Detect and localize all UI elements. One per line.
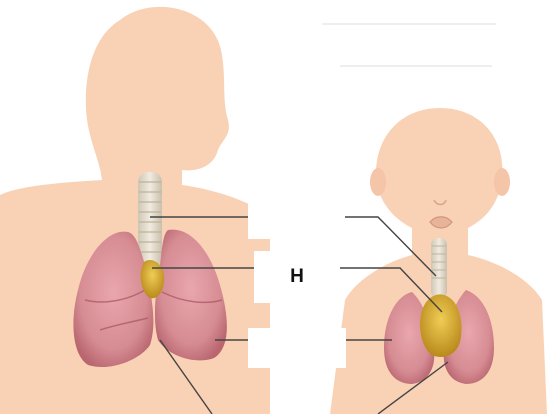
child-right-ear xyxy=(494,168,510,196)
child-trachea xyxy=(431,238,447,298)
child-thymus xyxy=(420,294,461,357)
label-box-1 xyxy=(248,203,342,239)
label-box-2: H xyxy=(254,251,340,303)
child-left-ear xyxy=(370,168,386,196)
faded-marks xyxy=(322,24,496,66)
child-figure xyxy=(330,108,547,414)
label-box-3 xyxy=(248,328,346,368)
adult-figure xyxy=(0,7,270,414)
